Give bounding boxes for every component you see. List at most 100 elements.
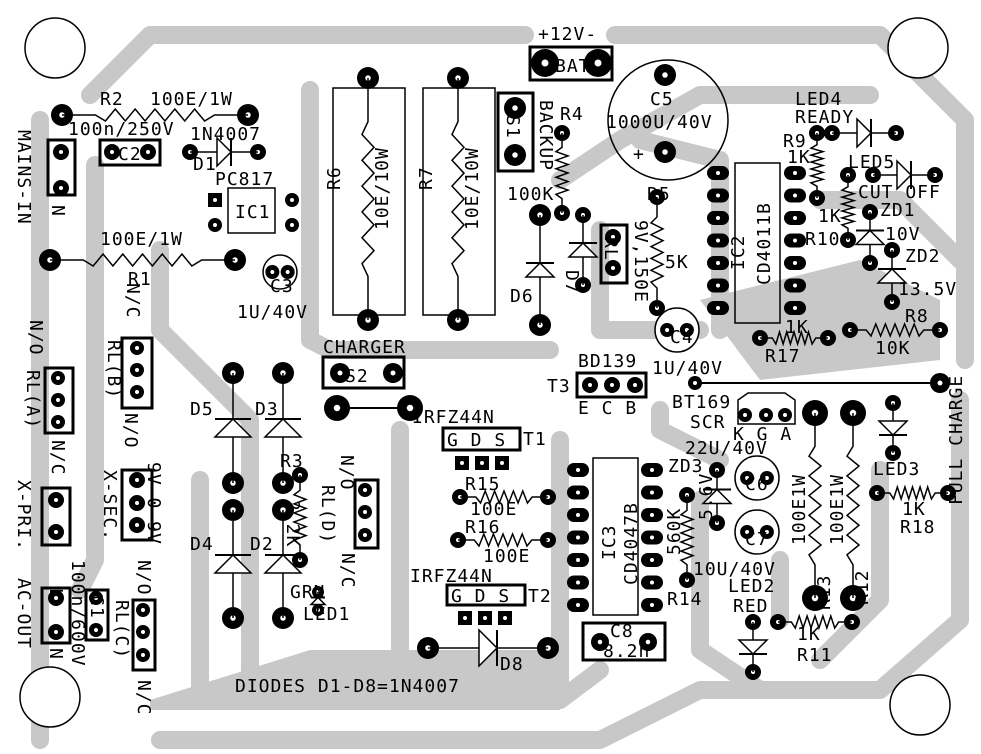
rla-label: RL(A): [22, 370, 43, 429]
drill-hole: [576, 490, 580, 495]
drill-hole: [94, 596, 98, 600]
component-outline: [353, 478, 380, 550]
drill-hole: [503, 616, 507, 620]
trace: [301, 81, 339, 359]
drill-hole: [745, 530, 750, 534]
drill-hole: [716, 283, 720, 288]
pc817-label: PC817: [215, 169, 274, 190]
r16-val-label: 100E: [483, 546, 530, 567]
resistor-symbol: [450, 78, 466, 320]
component-outline: [445, 583, 527, 607]
drill-hole: [56, 376, 60, 380]
rlb-label: RL(B): [103, 340, 124, 399]
mounting-hole: [889, 674, 951, 736]
drill-hole: [500, 461, 504, 465]
diodes-note-label: DIODES D1-D8=1N4007: [235, 676, 460, 697]
ic3-label: IC3: [599, 524, 620, 560]
r15-label: R15: [465, 474, 501, 495]
r13-label: R13: [814, 574, 835, 610]
led1-label: LED1: [303, 604, 350, 625]
led3-label: LED3: [873, 459, 920, 480]
zd2-label: ZD2: [905, 246, 941, 267]
grn-label: GRN: [290, 582, 326, 603]
drill-hole: [764, 476, 769, 480]
drill-hole: [576, 603, 580, 607]
r10-val-label: 1K: [818, 206, 842, 227]
drill-hole: [390, 370, 396, 376]
c6-val-label: 22U/40V: [685, 438, 768, 459]
trace: [651, 401, 729, 469]
r4-val-label: 100K: [507, 184, 554, 205]
drill-hole: [650, 535, 654, 540]
zd1-label: ZD1: [880, 200, 916, 221]
charger-label: CHARGER: [323, 337, 406, 358]
drill-hole: [135, 501, 139, 505]
component-outline: [40, 586, 72, 645]
r18-label: R18: [900, 517, 936, 538]
drill-hole: [793, 306, 797, 310]
drill-hole: [716, 171, 720, 175]
capacitor-outline: [654, 307, 700, 353]
r16-label: R16: [465, 517, 501, 538]
r1-label: R1: [128, 269, 152, 290]
cut-off-label: CUT OFF: [858, 182, 941, 203]
t3-label: T3: [547, 376, 571, 397]
ic3-val-label: CD4047B: [621, 502, 642, 585]
copper-fill: [700, 260, 940, 380]
drill-hole: [363, 533, 367, 537]
ac-n-label: N: [45, 648, 66, 660]
trace: [151, 241, 259, 709]
d5-label: D5: [190, 399, 214, 420]
r13-val-label: 100E1W: [789, 474, 810, 545]
x-sec-val-label: 9V-0-9V: [143, 462, 164, 545]
d6-label: D6: [510, 286, 534, 307]
drill-hole: [576, 535, 580, 540]
drill-hole: [110, 150, 114, 154]
resistor-symbol: [360, 78, 376, 320]
drill-hole: [59, 186, 63, 190]
drill-hole: [645, 639, 651, 645]
drill-hole: [56, 398, 60, 402]
drill-hole: [337, 370, 343, 376]
component-outline: [131, 598, 157, 672]
drill-hole: [665, 328, 670, 332]
drill-hole: [146, 150, 150, 154]
resistor-symbol: [760, 329, 828, 347]
r17-val-label: 1K: [785, 317, 809, 338]
drill-hole: [716, 193, 720, 198]
c4-label: C4: [670, 327, 694, 348]
t2-pins-label: G D S: [451, 586, 510, 607]
r8-val-label: 10K: [875, 338, 911, 359]
c6-label: C6: [745, 474, 769, 495]
component-outline: [120, 336, 154, 410]
drill-hole: [793, 238, 797, 243]
diode-symbol: [263, 553, 303, 574]
drill-hole: [94, 628, 98, 632]
bat-label: BAT: [555, 56, 591, 77]
drill-hole: [290, 198, 294, 202]
drill-hole: [597, 639, 603, 645]
drill-hole: [463, 616, 467, 620]
c4-val-label: 1U/40V: [652, 358, 723, 379]
drill-hole: [743, 413, 747, 417]
r3-val-label: 2.2K: [282, 500, 303, 547]
copper-fill: [150, 650, 560, 710]
zd3-val-label: 5.6V: [696, 473, 717, 520]
drill-hole: [793, 171, 797, 175]
drill-hole: [588, 383, 592, 387]
trace: [811, 461, 889, 669]
diode-symbol: [309, 596, 327, 606]
capacitor-outline: [734, 509, 780, 555]
rld-no-label: N/O: [336, 455, 357, 491]
rlb-no-label: N/O: [120, 413, 141, 449]
drill-hole: [141, 653, 145, 657]
component-outline: [592, 457, 639, 616]
ecb-label: E C B: [578, 398, 637, 419]
x-sec-label: X-SEC.: [99, 470, 120, 541]
drill-hole: [59, 150, 63, 154]
c7-val-label: 10U/40V: [693, 559, 776, 580]
r6-label: R6: [324, 166, 345, 190]
mounting-hole: [887, 17, 949, 79]
component-outline: [734, 162, 781, 324]
